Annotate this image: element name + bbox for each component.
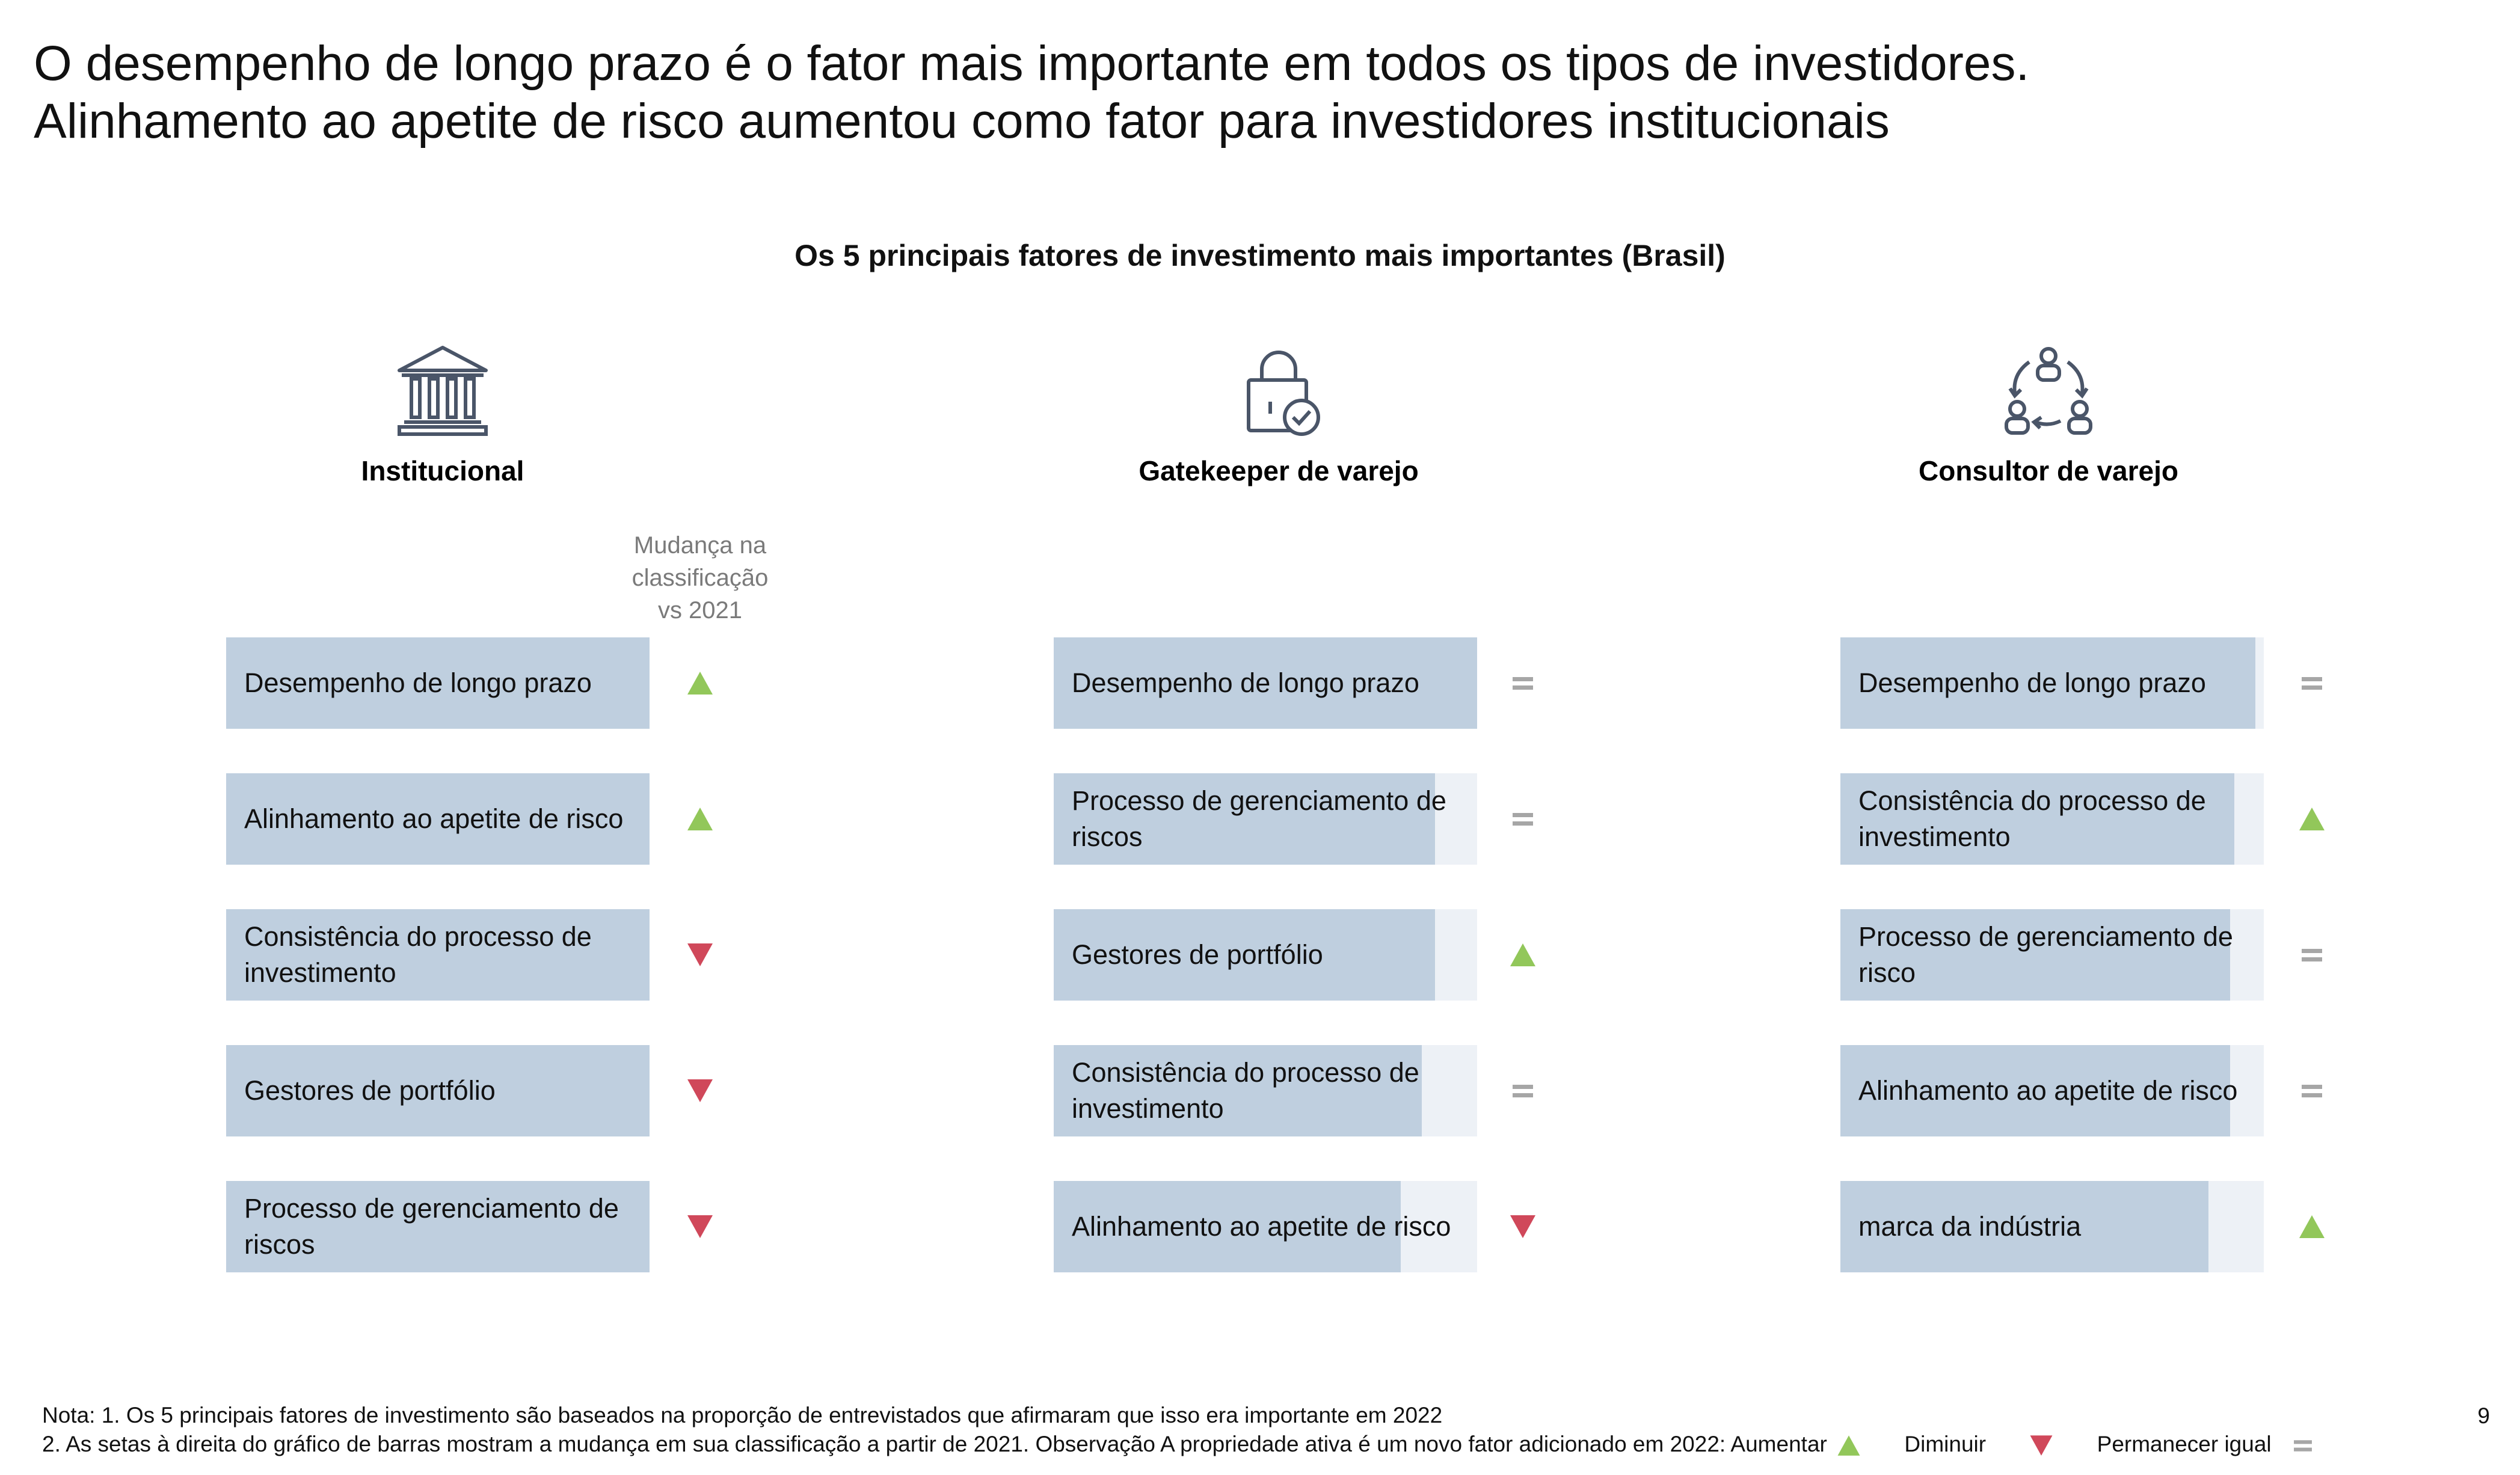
bar-row: Consistência do processo de investimento bbox=[226, 909, 650, 1001]
bar-label: Processo de gerenciamento de riscos bbox=[244, 1193, 619, 1260]
bar-label: marca da indústria bbox=[1858, 1211, 2082, 1242]
bar-row: Gestores de portfólio bbox=[1054, 909, 1477, 1001]
bank-icon bbox=[395, 343, 491, 439]
change-header-line: vs 2021 bbox=[657, 597, 743, 624]
change-column-header: Mudança na classificação vs 2021 bbox=[604, 529, 796, 627]
bar-label: Alinhamento ao apetite de risco bbox=[244, 803, 624, 834]
title-line-1: O desempenho de longo prazo é o fator ma… bbox=[34, 36, 2030, 91]
footnote-2: 2. As setas à direita do gráfico de barr… bbox=[42, 1430, 2352, 1459]
footnote-1: Nota: 1. Os 5 principais fatores de inve… bbox=[42, 1403, 1443, 1427]
bar bbox=[1840, 909, 2230, 1001]
bar bbox=[226, 1045, 650, 1136]
bar-row: Alinhamento ao apetite de risco bbox=[1054, 1181, 1477, 1272]
change-up-icon bbox=[1508, 940, 1538, 970]
bar-row: Alinhamento ao apetite de risco bbox=[1840, 1045, 2264, 1136]
bar-label: Consistência do processo de investimento bbox=[1858, 785, 2206, 852]
change-same-icon bbox=[1508, 1076, 1538, 1106]
change-same-icon bbox=[1508, 668, 1538, 698]
change-up-icon bbox=[685, 668, 715, 698]
bar bbox=[1054, 773, 1435, 865]
footnote-2-text: 2. As setas à direita do gráfico de barr… bbox=[42, 1432, 1827, 1456]
bar-row: Processo de gerenciamento de riscos bbox=[226, 1181, 650, 1272]
change-up-icon bbox=[2297, 1212, 2327, 1242]
page-number: 9 bbox=[2477, 1403, 2490, 1428]
bar-row: Consistência do processo de investimento bbox=[1840, 773, 2264, 865]
panel-label-institucional: Institucional bbox=[361, 455, 524, 486]
bar bbox=[1054, 637, 1477, 729]
legend-same-label: Permanecer igual bbox=[2097, 1432, 2272, 1456]
bar-label: Desempenho de longo prazo bbox=[1858, 667, 2206, 698]
bar-row: Desempenho de longo prazo bbox=[1840, 637, 2264, 729]
change-down-icon bbox=[685, 1212, 715, 1242]
bar-label: Consistência do processo de investimento bbox=[244, 921, 592, 988]
bar-row: Desempenho de longo prazo bbox=[1054, 637, 1477, 729]
bar bbox=[1840, 1181, 2208, 1272]
chart-title: Os 5 principais fatores de investimento … bbox=[794, 239, 1726, 272]
bar bbox=[226, 773, 650, 865]
bar bbox=[1840, 773, 2234, 865]
bar-label: Desempenho de longo prazo bbox=[244, 667, 592, 698]
change-same-icon bbox=[2297, 940, 2327, 970]
bar-label: Gestores de portfólio bbox=[244, 1075, 496, 1106]
bar-label: Desempenho de longo prazo bbox=[1072, 667, 1419, 698]
bar bbox=[226, 1181, 650, 1272]
bar bbox=[1840, 1045, 2230, 1136]
bar bbox=[1054, 1181, 1401, 1272]
change-same-icon bbox=[2297, 1076, 2327, 1106]
bar-row: marca da indústria bbox=[1840, 1181, 2264, 1272]
bar-label: Processo de gerenciamento de risco bbox=[1858, 921, 2233, 988]
change-same-icon bbox=[1508, 804, 1538, 834]
bar bbox=[1054, 909, 1435, 1001]
change-header-line: classificação bbox=[632, 565, 769, 591]
advisor-cycle-icon bbox=[2000, 343, 2097, 439]
legend-down-icon bbox=[2028, 1432, 2054, 1459]
bar-label: Alinhamento ao apetite de risco bbox=[1072, 1211, 1451, 1242]
legend-down-label: Diminuir bbox=[1904, 1432, 1987, 1456]
bar bbox=[226, 909, 650, 1001]
bar-row: Processo de gerenciamento de risco bbox=[1840, 909, 2264, 1001]
panel-label-consultor-de-varejo: Consultor de varejo bbox=[1919, 455, 2178, 486]
lock-check-icon bbox=[1231, 343, 1327, 439]
title-line-2: Alinhamento ao apetite de risco aumentou… bbox=[34, 94, 1890, 149]
legend-same-icon bbox=[2290, 1432, 2316, 1459]
bar bbox=[1054, 1045, 1422, 1136]
bar-label: Alinhamento ao apetite de risco bbox=[1858, 1075, 2238, 1106]
change-same-icon bbox=[2297, 668, 2327, 698]
change-down-icon bbox=[685, 940, 715, 970]
change-up-icon bbox=[2297, 804, 2327, 834]
change-up-icon bbox=[685, 804, 715, 834]
bar-row: Desempenho de longo prazo bbox=[226, 637, 650, 729]
page-title: O desempenho de longo prazo é o fator ma… bbox=[34, 35, 2029, 150]
bar bbox=[226, 637, 650, 729]
bar-row: Processo de gerenciamento de riscos bbox=[1054, 773, 1477, 865]
change-down-icon bbox=[1508, 1212, 1538, 1242]
change-header-line: Mudança na bbox=[633, 532, 767, 559]
bar-row: Consistência do processo de investimento bbox=[1054, 1045, 1477, 1136]
change-down-icon bbox=[685, 1076, 715, 1106]
panel-label-gatekeeper-de-varejo: Gatekeeper de varejo bbox=[1139, 455, 1419, 486]
bar bbox=[1840, 637, 2255, 729]
bar-label: Processo de gerenciamento de riscos bbox=[1072, 785, 1446, 852]
legend-up-icon bbox=[1836, 1432, 1862, 1459]
bar-row: Gestores de portfólio bbox=[226, 1045, 650, 1136]
bar-row: Alinhamento ao apetite de risco bbox=[226, 773, 650, 865]
bar-label: Consistência do processo de investimento bbox=[1072, 1057, 1419, 1124]
bar-label: Gestores de portfólio bbox=[1072, 939, 1323, 970]
